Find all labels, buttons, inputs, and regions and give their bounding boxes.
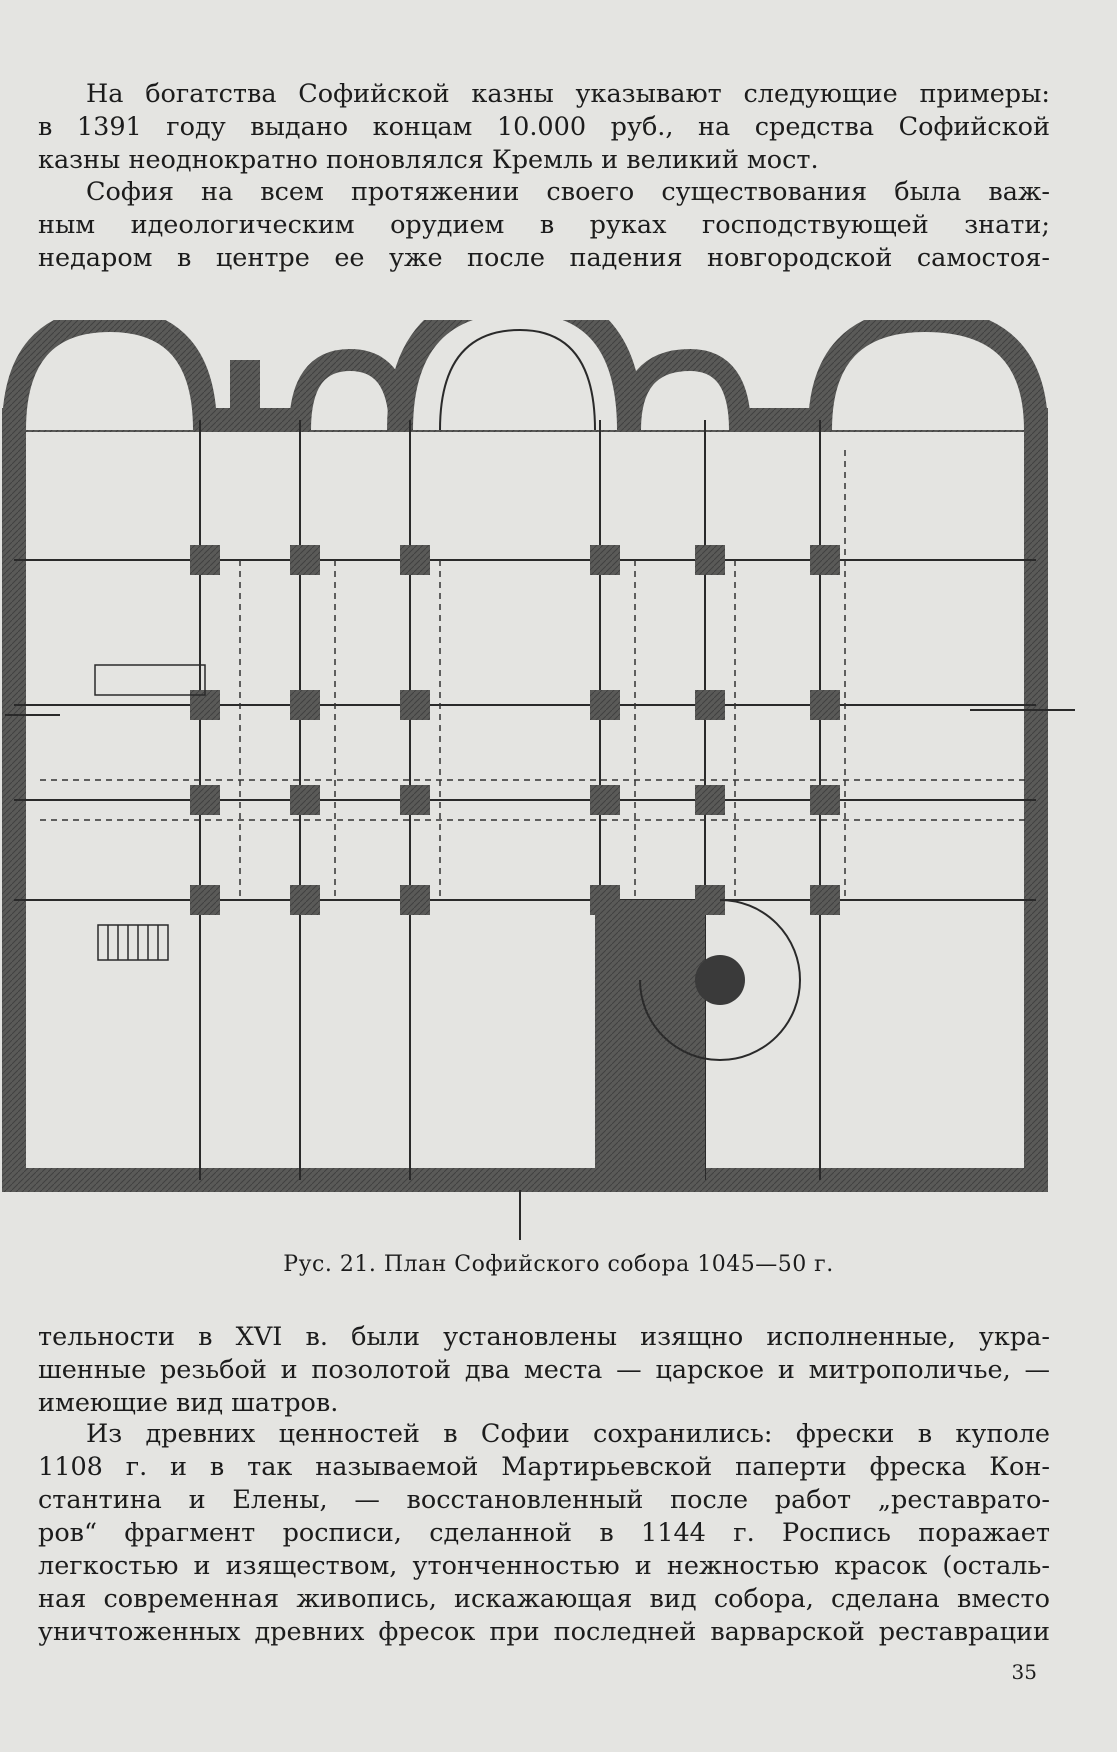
text-line: казны неоднократно поновлялся Кремль и в… <box>38 145 819 175</box>
text-line: 1108 г. и в так называемой Мартирьевской… <box>38 1452 1050 1482</box>
paragraph-2: София на всем протяжении своего существо… <box>38 176 1050 275</box>
text-line: ная современная живопись, искажающая вид… <box>38 1584 1050 1614</box>
text-line: шенные резьбой и позолотой два места — ц… <box>38 1355 1050 1385</box>
text-line: в 1391 году выдано концам 10.000 руб., н… <box>38 112 1050 142</box>
paragraph-3: тельности в XVI в. были установлены изящ… <box>38 1321 1050 1420</box>
paragraph-4: Из древних ценностей в Софии сохранились… <box>38 1418 1050 1649</box>
text-line: стантина и Елены, — восстановленный посл… <box>38 1485 1050 1515</box>
text-line: недаром в центре ее уже после падения но… <box>38 243 1050 273</box>
apse-small-right <box>619 348 751 431</box>
apse-left <box>2 320 217 431</box>
text-line: На богатства Софийской казны указывают с… <box>86 79 1050 109</box>
text-line: тельности в XVI в. были установлены изящ… <box>38 1322 1050 1352</box>
stair-left <box>94 664 206 961</box>
apse-small-left <box>289 348 411 431</box>
page-number: 35 <box>1011 1660 1037 1684</box>
text-line: уничтоженных древних фресок при последне… <box>38 1617 1050 1647</box>
text-line: имеющие вид шатров. <box>38 1388 339 1418</box>
text-line: ров“ фрагмент росписи, сделанной в 1144 … <box>38 1518 1050 1548</box>
text-line: София на всем протяжении своего существо… <box>86 177 1050 207</box>
apse-central <box>387 320 643 431</box>
text-line: Из древних ценностей в Софии сохранились… <box>86 1419 1050 1449</box>
paragraph-1: На богатства Софийской казны указывают с… <box>38 78 1050 177</box>
text-line: ным идеологическим орудием в руках госпо… <box>38 210 1050 240</box>
text-line: легкостью и изяществом, утонченностью и … <box>38 1551 1050 1581</box>
figure-caption: Рус. 21. План Софийского собора 1045—50 … <box>283 1252 834 1277</box>
stair-core <box>695 955 745 1005</box>
spiral-stair <box>639 899 801 1061</box>
apse-right <box>808 320 1048 431</box>
cathedral-floor-plan <box>2 320 1075 1240</box>
